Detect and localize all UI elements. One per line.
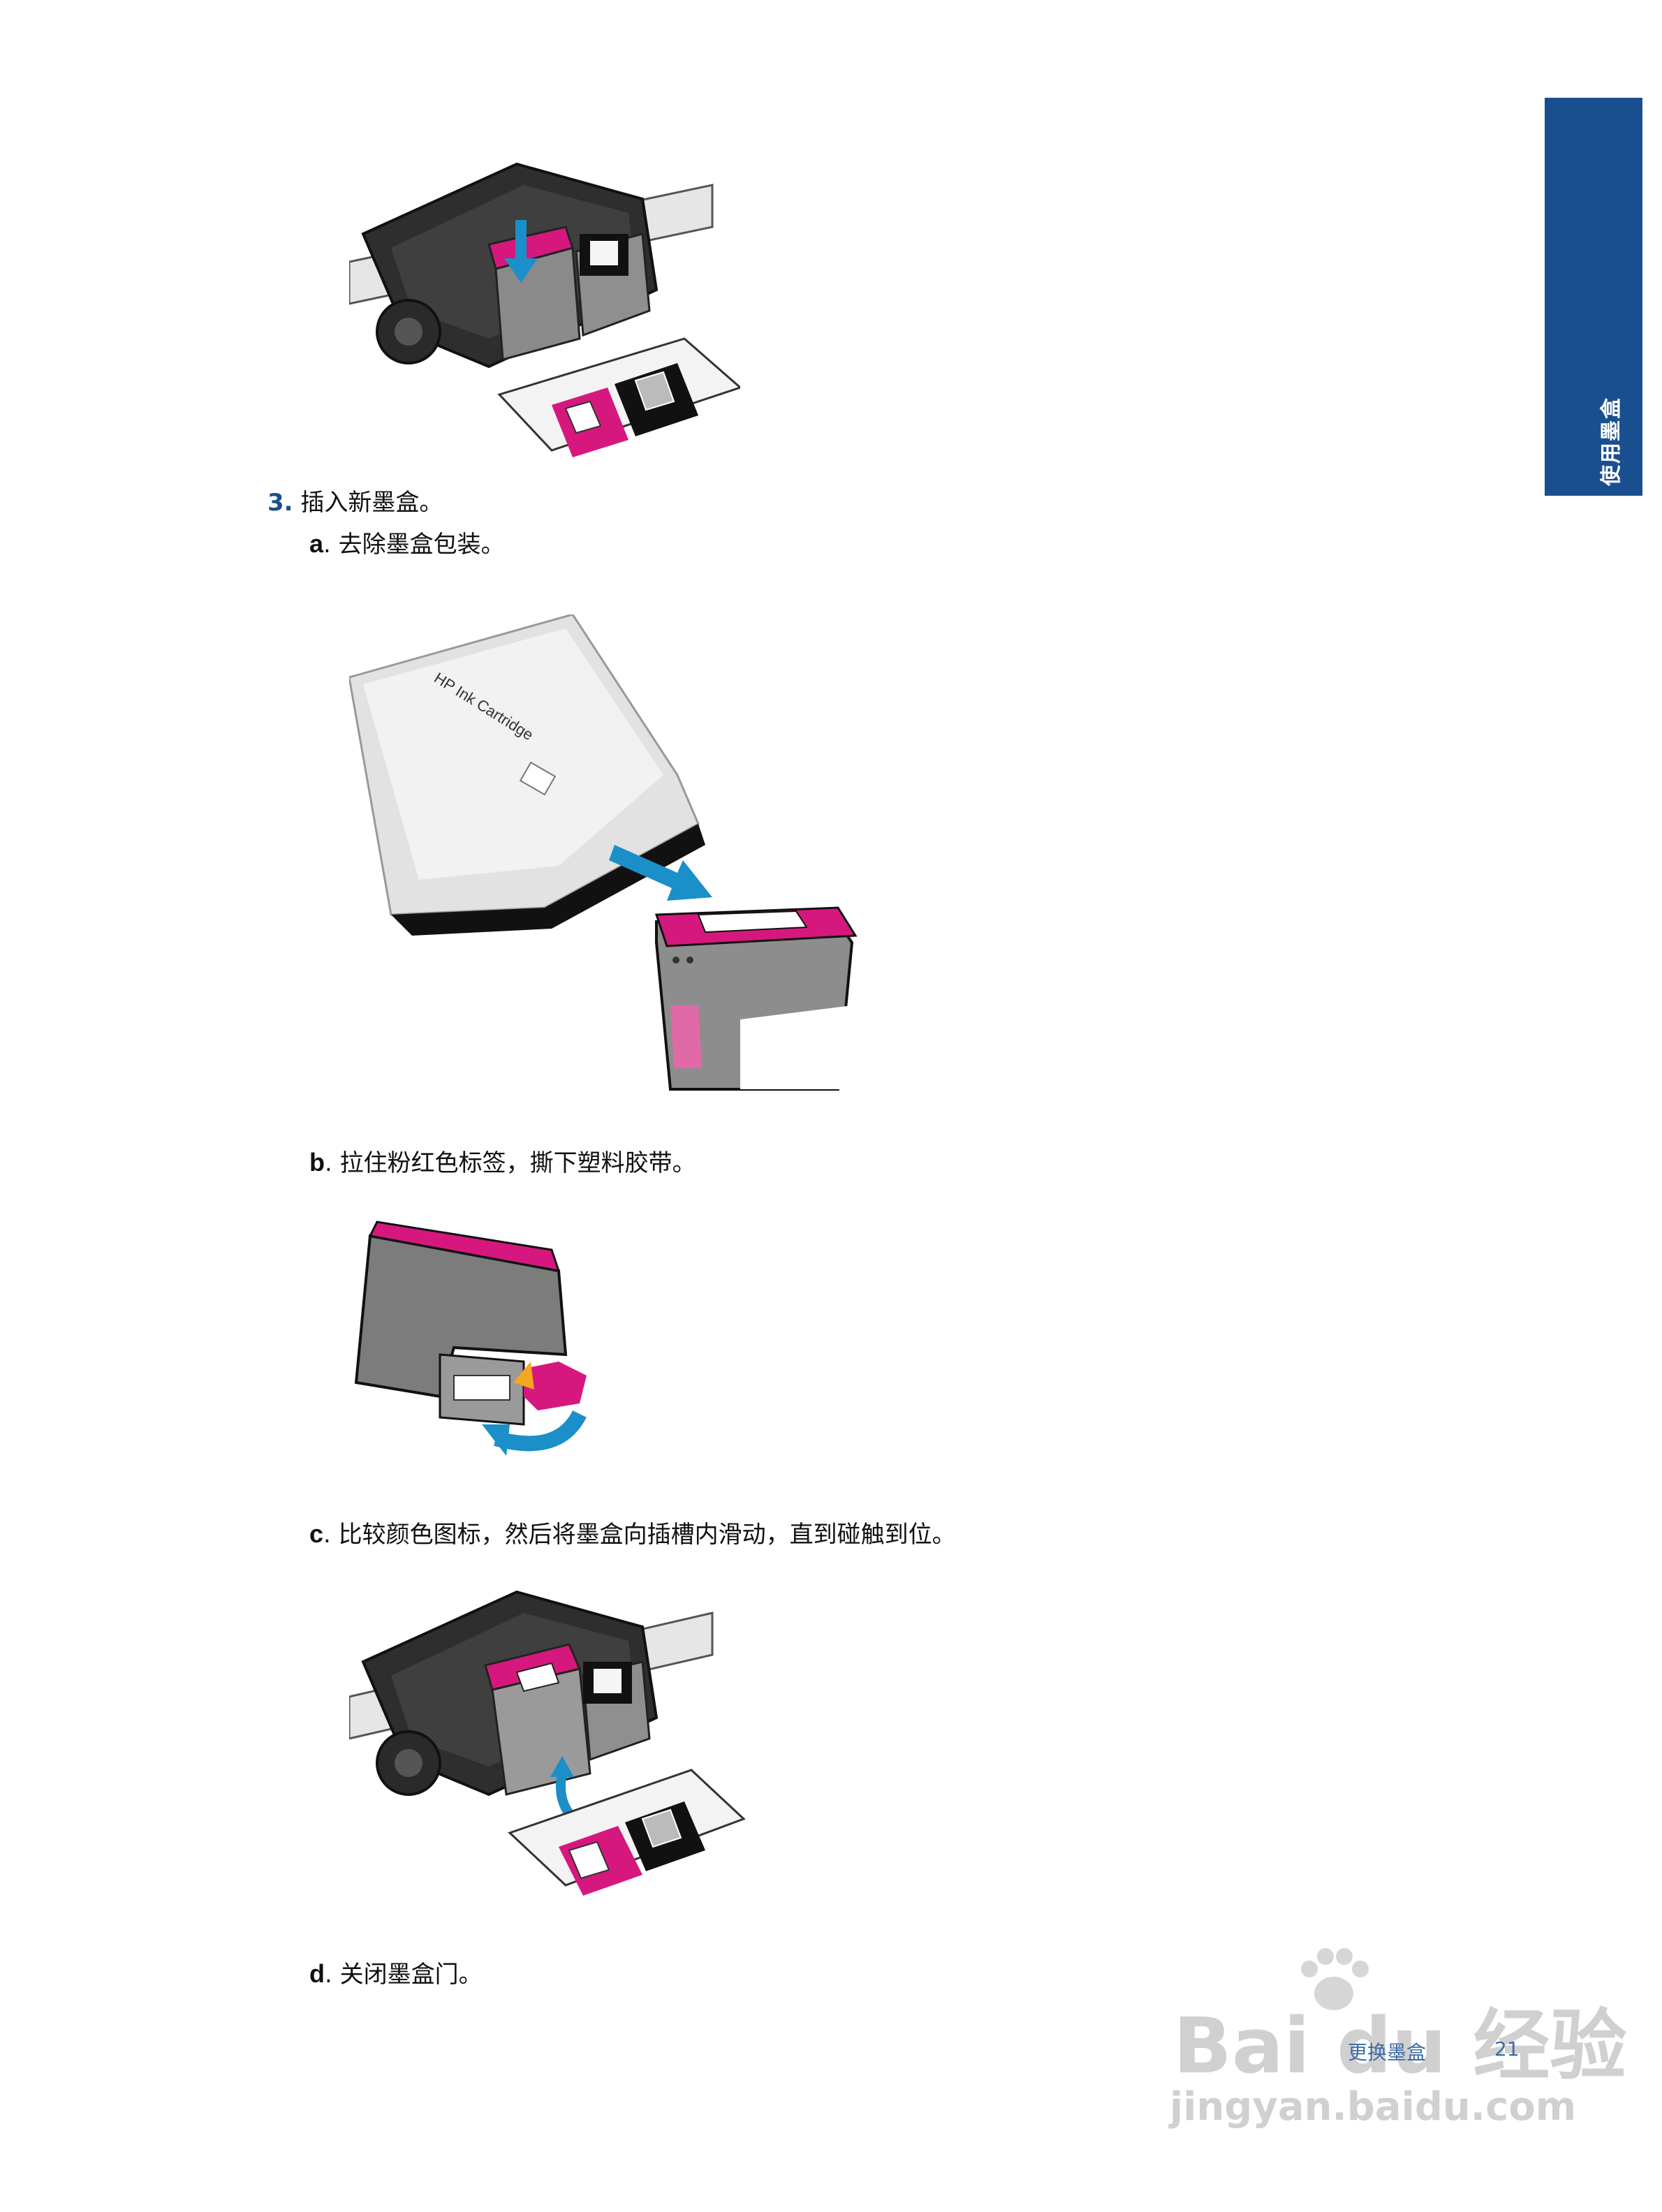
illustration-carriage-with-arrow [349,162,740,457]
substep-d-text: . 关闭墨盒门。 [325,1961,483,1989]
illustration-insert-cartridge [349,1590,746,1896]
step-3: 3. 插入新墨盒。 [267,483,443,517]
substep-a: a. 去除墨盒包装。 [309,525,505,559]
watermark-brand: Bai du 经验 [1173,2001,1627,2091]
chapter-side-tab-label: 使用墨盒 [1599,397,1624,486]
illustration-cartridge-package: HP Ink Cartridge [349,614,858,1091]
chapter-side-tab-label-wrap: 使用墨盒 [1545,98,1642,496]
substep-b-letter: b [309,1148,325,1177]
substep-c-letter: c [309,1519,324,1548]
substep-b: b. 拉住粉红色标签，撕下塑料胶带。 [309,1144,696,1178]
substep-a-text: . 去除墨盒包装。 [323,531,505,559]
substep-c: c. 比较颜色图标，然后将墨盒向插槽内滑动，直到碰触到位。 [309,1515,956,1549]
substep-d: d. 关闭墨盒门。 [309,1955,483,1989]
step-3-number: 3. [267,489,293,517]
substep-d-letter: d [309,1959,325,1988]
chapter-side-tab: 使用墨盒 [1545,98,1642,496]
footer-page-number: 21 [1494,2037,1520,2060]
substep-b-text: . 拉住粉红色标签，撕下塑料胶带。 [325,1149,696,1177]
substep-c-text: . 比较颜色图标，然后将墨盒向插槽内滑动，直到碰触到位。 [323,1521,956,1549]
footer-section: 更换墨盒 [1348,2041,1427,2064]
step-3-text: 插入新墨盒。 [300,489,443,517]
paw-icon [1301,1948,1369,2010]
watermark-url: jingyan.baidu.com [1170,2084,1577,2130]
substep-a-letter: a [309,529,324,558]
illustration-pull-tape [354,1221,587,1456]
